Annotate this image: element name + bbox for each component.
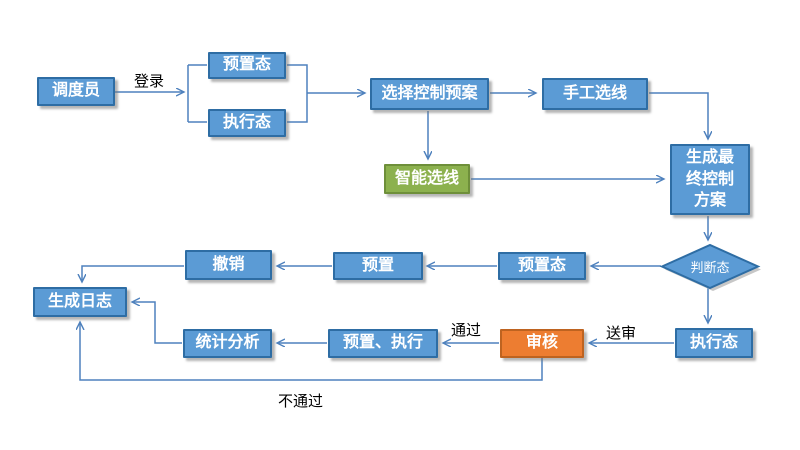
node-select-control-plan: 选择控制预案 bbox=[370, 78, 489, 110]
edge-undo-to-log bbox=[82, 265, 184, 281]
final-plan-line-3: 方案 bbox=[693, 192, 726, 210]
node-judge-state-label: 判断态 bbox=[690, 259, 730, 275]
node-preset-state-top: 预置态 bbox=[208, 52, 286, 79]
edge-stats-to-log bbox=[133, 302, 182, 344]
edge-label-submit-review: 送审 bbox=[606, 326, 637, 342]
node-manual-line-selection: 手工选线 bbox=[542, 78, 648, 110]
judge-diamond bbox=[659, 243, 761, 290]
node-exec-state-top: 执行态 bbox=[208, 109, 286, 137]
node-preset-execute: 预置、执行 bbox=[328, 329, 438, 358]
node-review: 审核 bbox=[500, 329, 584, 358]
node-exec-state-bottom: 执行态 bbox=[675, 328, 753, 358]
node-generate-log: 生成日志 bbox=[33, 287, 127, 317]
node-stats-analysis: 统计分析 bbox=[183, 329, 272, 358]
edge-label-login: 登录 bbox=[134, 74, 165, 90]
final-plan-line-2: 终控制 bbox=[685, 170, 734, 188]
node-preset: 预置 bbox=[333, 252, 423, 280]
edge-label-pass: 通过 bbox=[451, 323, 482, 339]
edge-manual-to-final bbox=[649, 92, 708, 138]
node-undo: 撤销 bbox=[185, 250, 272, 280]
final-plan-line-1: 生成最 bbox=[685, 149, 734, 167]
edge-review-fail-to-log bbox=[80, 323, 543, 381]
node-preset-state-mid: 预置态 bbox=[498, 252, 586, 280]
edge-merge-bracket bbox=[287, 64, 308, 123]
node-final-control-plan: 生成最 终控制 方案 bbox=[670, 144, 750, 215]
node-dispatcher: 调度员 bbox=[37, 77, 115, 106]
node-smart-line-selection: 智能选线 bbox=[384, 164, 470, 194]
edge-label-fail: 不通过 bbox=[278, 394, 324, 410]
